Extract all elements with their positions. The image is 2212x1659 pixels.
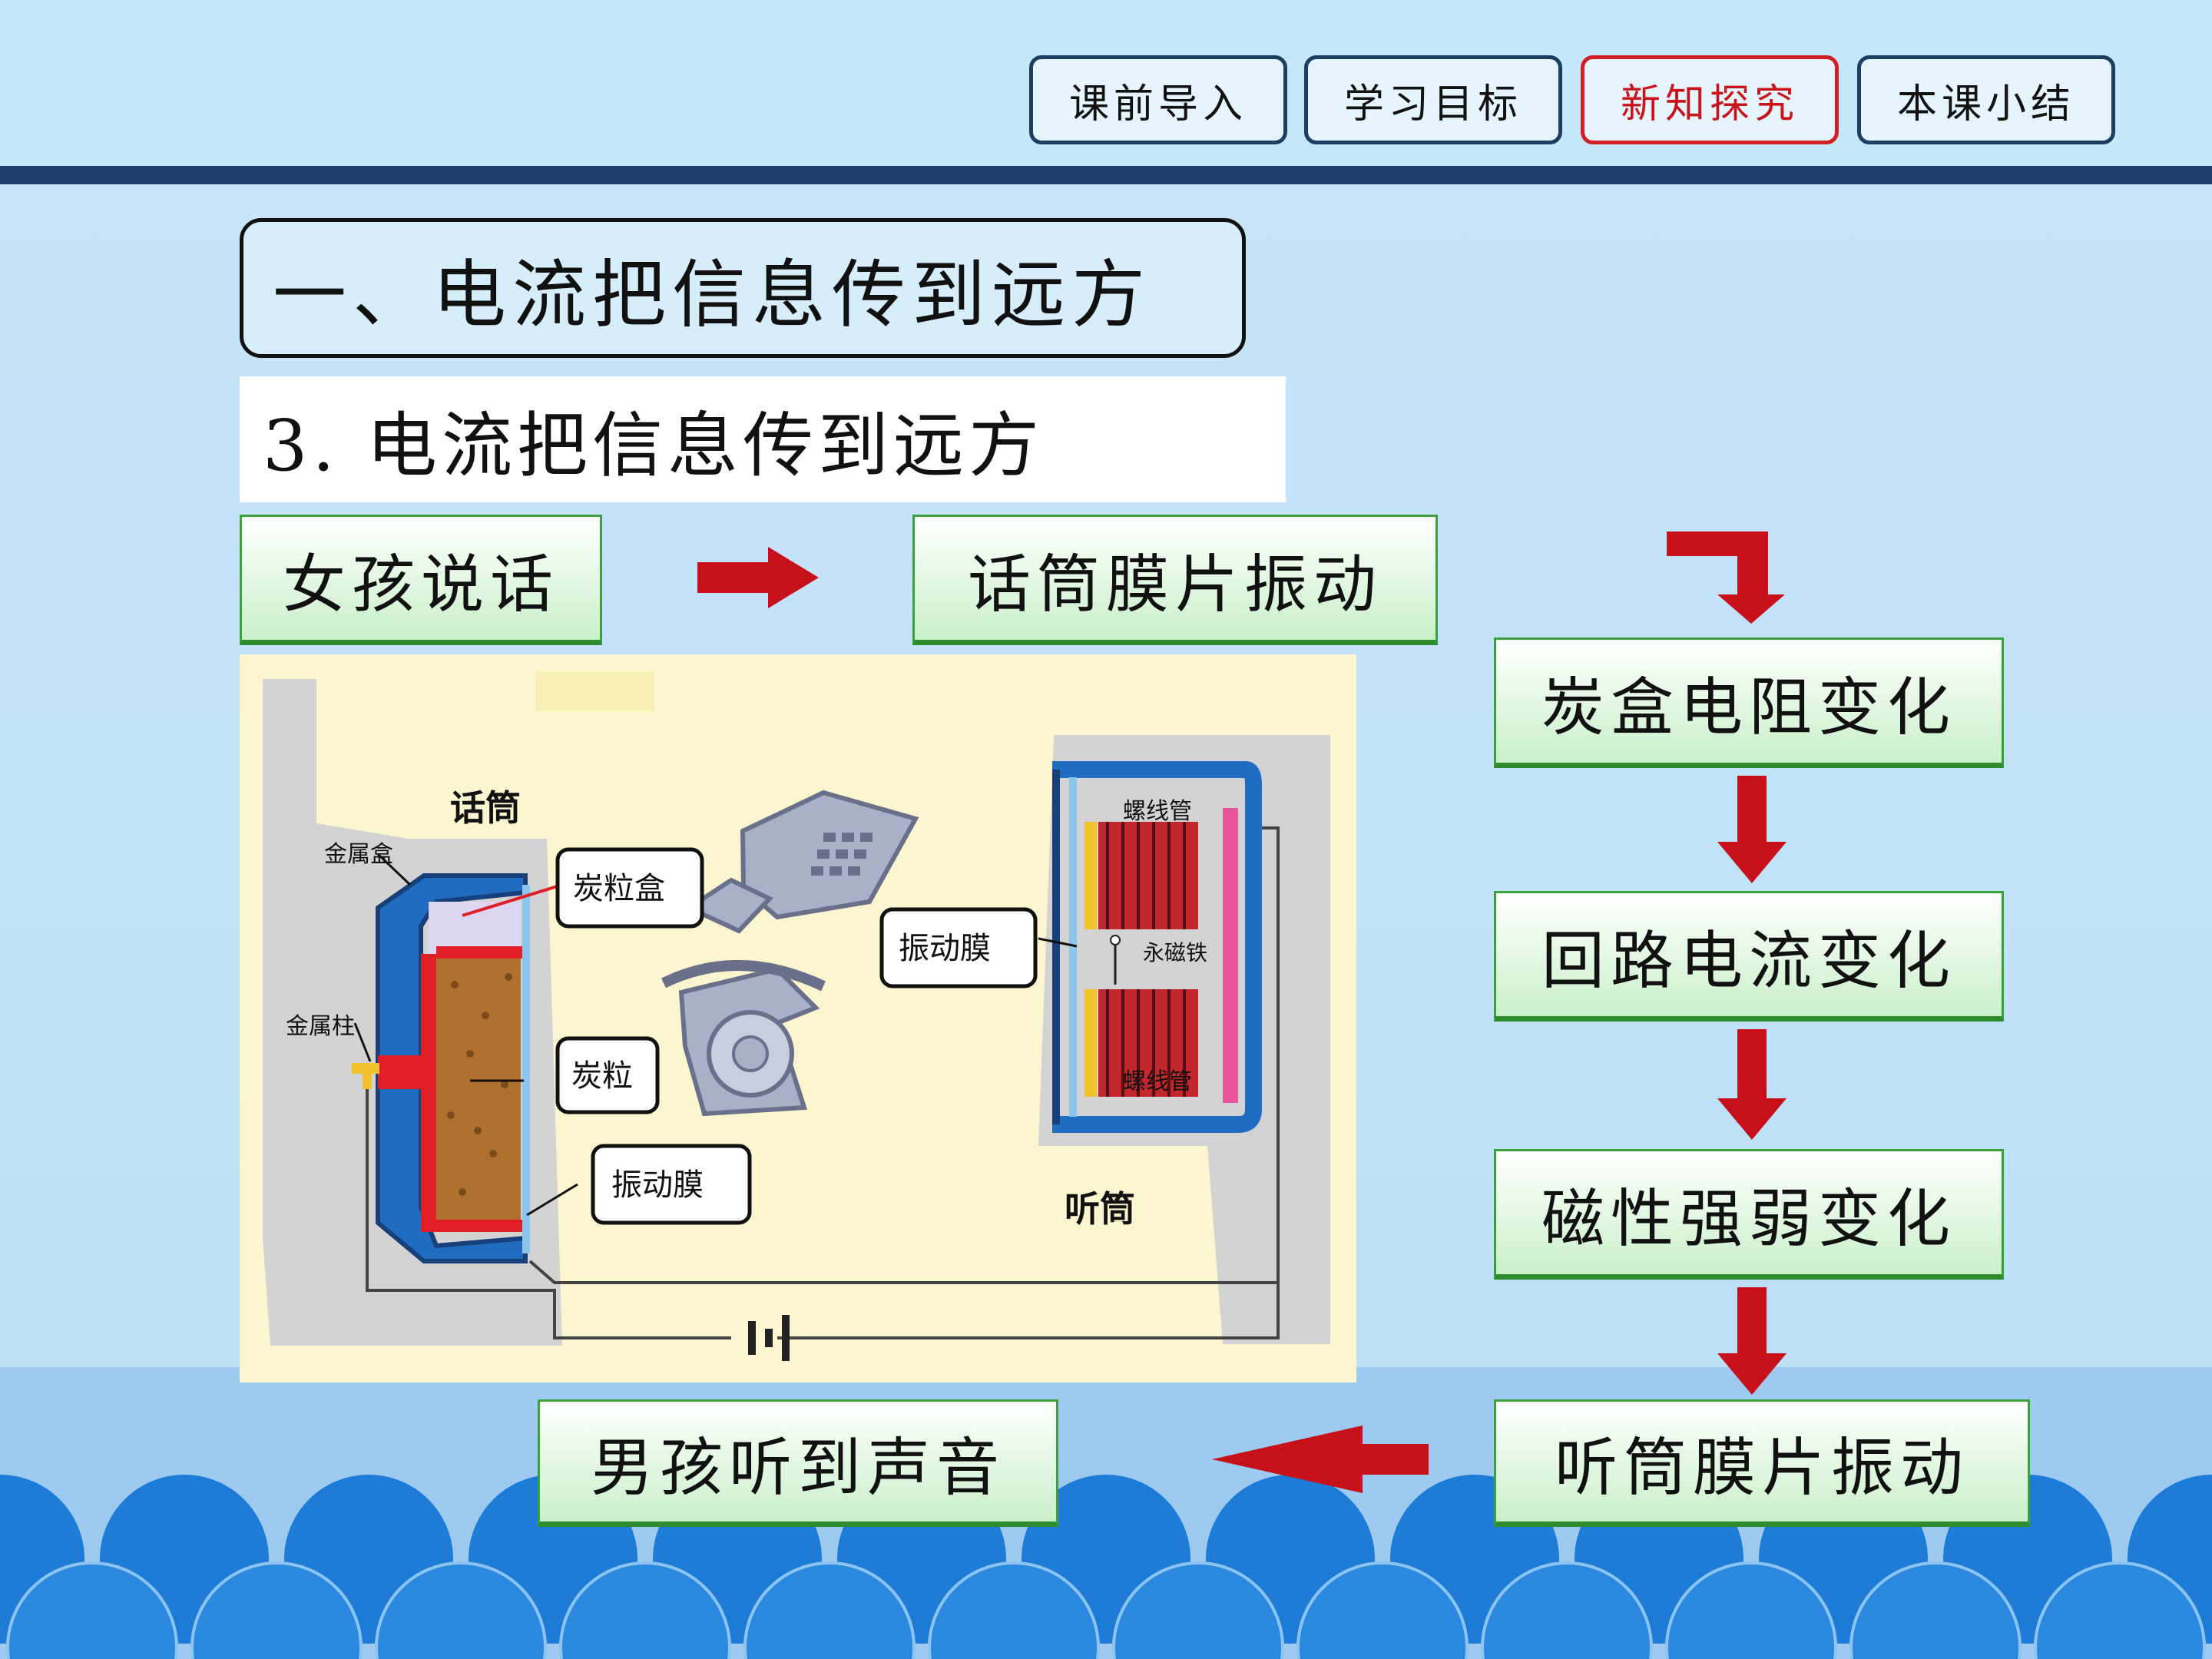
arrow-down-icon xyxy=(1717,776,1786,883)
label-carbon-box: 炭粒盒 xyxy=(573,871,665,906)
header-divider xyxy=(0,166,2212,184)
telephone-diagram: 话筒 金属盒 炭粒盒 金属柱 炭粒 振动膜 振动膜 螺线管 永磁铁 螺线管 听筒 xyxy=(240,654,1356,1382)
label-solenoid-top: 螺线管 xyxy=(1123,798,1192,825)
label-solenoid-bottom: 螺线管 xyxy=(1123,1068,1192,1095)
nav-tab-summary[interactable]: 本课小结 xyxy=(1857,55,2115,144)
label-receiver: 听筒 xyxy=(1065,1188,1135,1230)
label-membrane-receiver: 振动膜 xyxy=(899,931,991,966)
label-magnet: 永磁铁 xyxy=(1143,940,1207,965)
label-carbon-grains: 炭粒 xyxy=(571,1058,633,1094)
label-metal-post: 金属柱 xyxy=(286,1013,355,1040)
step-magnetism: 磁性强弱变化 xyxy=(1494,1149,2004,1280)
arrow-down-icon xyxy=(1717,1287,1786,1395)
arrow-bend-down-icon xyxy=(1667,531,1785,624)
nav-tab-objectives[interactable]: 学习目标 xyxy=(1304,55,1562,144)
section-title: 一、电流把信息传到远方 xyxy=(240,218,1246,358)
step-boy-hears: 男孩听到声音 xyxy=(538,1399,1058,1527)
step-carbon-resistance: 炭盒电阻变化 xyxy=(1494,637,2004,768)
nav-tab-explore[interactable]: 新知探究 xyxy=(1581,55,1839,144)
label-membrane-mic: 振动膜 xyxy=(611,1167,704,1203)
arrow-left-icon xyxy=(1212,1426,1429,1493)
sub-title: 3. 电流把信息传到远方 xyxy=(240,376,1286,502)
step-receiver-diaphragm: 听筒膜片振动 xyxy=(1494,1399,2030,1527)
step-girl-speaks: 女孩说话 xyxy=(240,515,602,645)
arrow-right-icon xyxy=(697,547,819,608)
step-loop-current: 回路电流变化 xyxy=(1494,891,2004,1022)
nav-tab-intro[interactable]: 课前导入 xyxy=(1029,55,1287,144)
arrow-down-icon xyxy=(1717,1029,1786,1140)
label-microphone: 话筒 xyxy=(450,787,521,829)
label-metal-box: 金属盒 xyxy=(324,841,393,868)
step-mic-diaphragm: 话筒膜片振动 xyxy=(912,515,1438,645)
